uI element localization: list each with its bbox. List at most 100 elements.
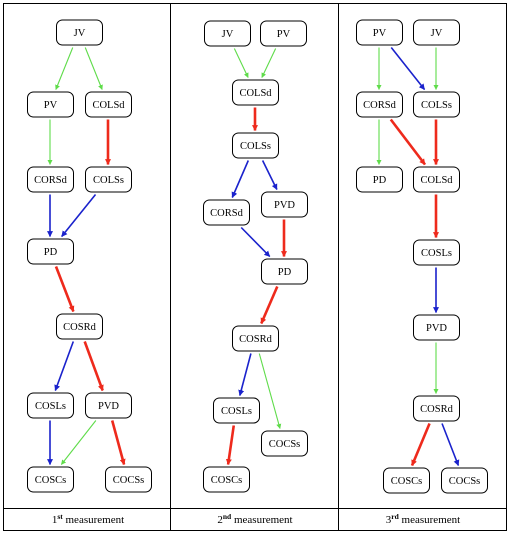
node-label: CORSd xyxy=(363,100,396,111)
table-frame xyxy=(3,3,507,531)
node-box xyxy=(261,191,308,218)
arrow-blue-pv-to-colss xyxy=(390,47,426,90)
node-box xyxy=(356,91,403,118)
node-pv: PV xyxy=(27,91,74,118)
arrow-red-corsd-to-colsd xyxy=(389,118,427,166)
node-label: PD xyxy=(44,247,58,258)
arrow-blue-colss-to-pvd xyxy=(261,160,278,191)
node-cocss: COCSs xyxy=(105,466,152,493)
node-cocss: COCSs xyxy=(261,430,308,457)
node-label: COLSd xyxy=(420,175,453,186)
node-box xyxy=(56,313,103,340)
node-coscs: COSCs xyxy=(383,467,430,494)
node-label: PV xyxy=(277,29,291,40)
arrow-blue-cosrd-to-cosls xyxy=(238,353,252,397)
node-jv: JV xyxy=(204,20,251,47)
caption-panel-2: 2nd measurement xyxy=(217,512,292,526)
node-pvd: PVD xyxy=(85,392,132,419)
node-label: JV xyxy=(74,28,86,39)
node-colss: COLSs xyxy=(85,166,132,193)
node-cosls: COSLs xyxy=(413,239,460,266)
node-box xyxy=(441,467,488,494)
node-corsd: CORSd xyxy=(27,166,74,193)
node-box xyxy=(204,20,251,47)
node-label: COLSs xyxy=(240,141,271,152)
node-box xyxy=(413,314,460,341)
node-label: COSRd xyxy=(63,322,96,333)
node-box xyxy=(356,19,403,46)
node-pvd: PVD xyxy=(413,314,460,341)
node-label: PVD xyxy=(274,200,295,211)
node-colss: COLSs xyxy=(413,91,460,118)
node-label: PD xyxy=(373,175,387,186)
node-cosrd: COSRd xyxy=(56,313,103,340)
node-box xyxy=(261,430,308,457)
node-cosrd: COSRd xyxy=(232,325,279,352)
node-cocss: COCSs xyxy=(441,467,488,494)
node-label: PV xyxy=(373,28,387,39)
node-label: PVD xyxy=(426,323,447,334)
node-box xyxy=(85,392,132,419)
node-label: COSLs xyxy=(35,401,66,412)
node-label: COLSd xyxy=(92,100,125,111)
node-box xyxy=(27,238,74,265)
arrow-green-jv-to-pv xyxy=(55,47,74,90)
arrow-green-jv-to-colsd xyxy=(233,48,249,78)
arrow-red-pvd-to-cocss xyxy=(110,420,126,466)
node-label: COSRd xyxy=(420,404,453,415)
arrow-red-cosrd-to-pvd xyxy=(83,341,104,392)
node-colsd: COLSd xyxy=(85,91,132,118)
node-label: COLSs xyxy=(421,100,452,111)
node-label: PV xyxy=(44,100,58,111)
arrow-green-pv-to-colsd xyxy=(261,48,277,78)
node-coscs: COSCs xyxy=(27,466,74,493)
arrow-green-pvd-to-coscs xyxy=(60,420,97,465)
node-pd: PD xyxy=(356,166,403,193)
arrow-blue-corsd-to-pd xyxy=(240,226,271,258)
node-box xyxy=(260,20,307,47)
arrow-red-cosls-to-coscs xyxy=(225,425,236,466)
node-box xyxy=(232,79,279,106)
caption-panel-3: 3rd measurement xyxy=(386,512,460,526)
arrow-green-cosrd-to-cocss xyxy=(258,353,282,429)
node-label: COSRd xyxy=(239,334,272,345)
node-colsd: COLSd xyxy=(413,166,460,193)
node-box xyxy=(85,166,132,193)
node-cosls: COSLs xyxy=(213,397,260,424)
node-label: COLSd xyxy=(239,88,272,99)
node-label: CORSd xyxy=(210,208,243,219)
node-pv: PV xyxy=(356,19,403,46)
node-jv: JV xyxy=(413,19,460,46)
node-label: COSLs xyxy=(421,248,452,259)
node-cosrd: COSRd xyxy=(413,395,460,422)
node-box xyxy=(56,19,103,46)
node-label: JV xyxy=(431,28,443,39)
node-label: JV xyxy=(222,29,234,40)
node-label: COSLs xyxy=(221,406,252,417)
node-box xyxy=(413,395,460,422)
node-label: COSCs xyxy=(391,476,423,487)
node-label: COCSs xyxy=(449,476,481,487)
arrow-red-pd-to-cosrd xyxy=(260,285,279,325)
node-box xyxy=(413,19,460,46)
node-label: CORSd xyxy=(34,175,67,186)
node-label: COSCs xyxy=(211,475,243,486)
arrow-blue-cosrd-to-cocss xyxy=(441,423,460,467)
node-box xyxy=(27,466,74,493)
node-label: PD xyxy=(278,267,292,278)
arrow-green-jv-to-colsd xyxy=(84,47,103,90)
node-box xyxy=(413,166,460,193)
caption-panel-1: 1st measurement xyxy=(52,512,124,526)
arrow-blue-cosrd-to-cosls xyxy=(54,341,75,392)
node-box xyxy=(27,91,74,118)
node-coscs: COSCs xyxy=(203,466,250,493)
node-label: COSCs xyxy=(35,475,67,486)
node-box xyxy=(105,466,152,493)
arrow-blue-colss-to-corsd xyxy=(231,160,250,199)
node-box xyxy=(383,467,430,494)
node-pv: PV xyxy=(260,20,307,47)
node-pd: PD xyxy=(27,238,74,265)
node-box xyxy=(413,91,460,118)
